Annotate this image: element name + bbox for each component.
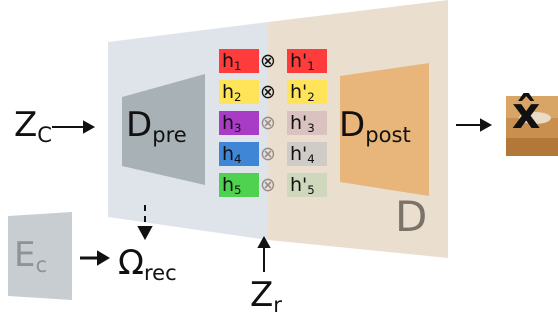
- d-post-label: Dpost: [339, 105, 411, 147]
- z-c-label: ZC: [14, 105, 53, 147]
- h-prime-cell-1: h'1: [287, 49, 327, 73]
- h-prime-cell-4: h'4: [287, 142, 327, 166]
- h-cell-1: h1: [219, 49, 259, 73]
- d-pre-label: Dpre: [126, 105, 187, 147]
- decoder-d-label: D: [395, 192, 428, 241]
- product-operator-4: ⊗: [260, 143, 276, 165]
- e-c-block: [8, 212, 72, 300]
- z-r-label: Zr: [250, 275, 282, 317]
- e-c-label: Ec: [14, 235, 48, 277]
- h-cell-3: h3: [219, 111, 259, 135]
- x-hat-label: x̂: [512, 88, 541, 139]
- h-cell-4: h4: [219, 142, 259, 166]
- h-cell-5: h5: [219, 173, 259, 197]
- product-operator-3: ⊗: [260, 112, 276, 134]
- h-cell-2: h2: [219, 80, 259, 104]
- d-pre-block: [122, 74, 205, 185]
- product-operator-1: ⊗: [260, 50, 276, 72]
- product-operator-2: ⊗: [260, 81, 276, 103]
- omega-rec-label: Ωrec: [118, 243, 177, 285]
- d-post-block: [340, 63, 429, 196]
- h-prime-cell-2: h'2: [287, 80, 327, 104]
- h-prime-cell-3: h'3: [287, 111, 327, 135]
- h-prime-cell-5: h'5: [287, 173, 327, 197]
- output-thumbnail: [506, 96, 558, 156]
- product-operator-5: ⊗: [260, 174, 276, 196]
